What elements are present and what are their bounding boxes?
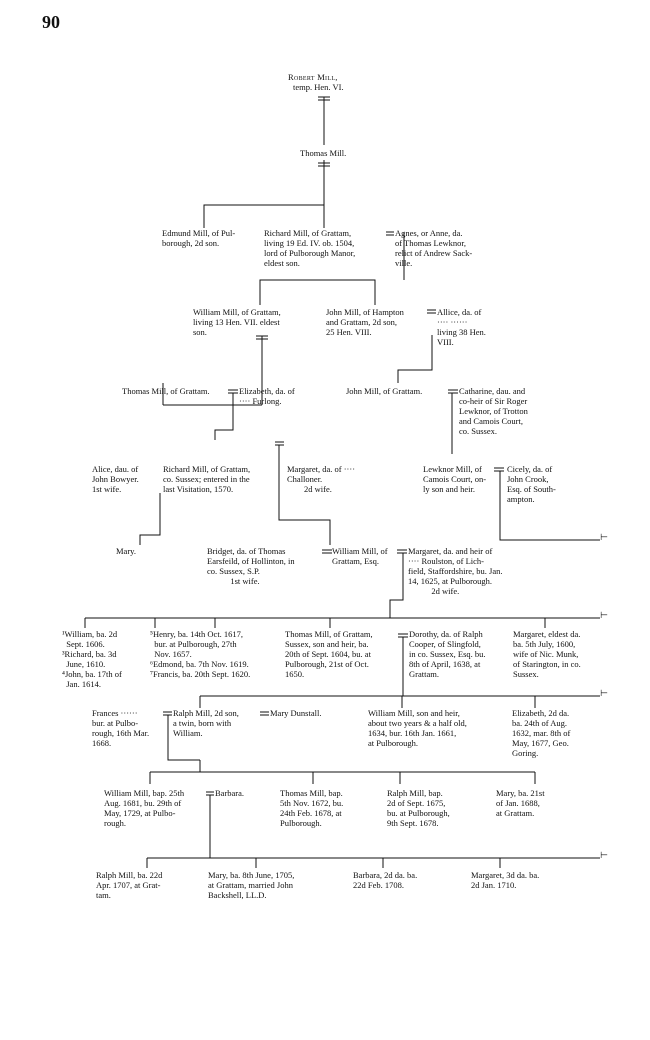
- richard-mill-1570: Richard Mill, of Grattam, co. Sussex; en…: [163, 464, 251, 494]
- allice: Allice, da. of ···· ······ living 38 Hen…: [437, 307, 486, 347]
- catharine-lewknor: Catharine, dau. and co-heir of Sir Roger…: [459, 386, 528, 436]
- alice-bowyer: Alice, dau. of John Bowyer. 1st wife.: [92, 464, 139, 494]
- continuation-mark: ⊢: [600, 533, 608, 543]
- elizabeth-furlong: Elizabeth, da. of ···· Furlong.: [239, 386, 295, 406]
- elizabeth-goring: Elizabeth, 2d da. ba. 24th of Aug. 1632,…: [512, 708, 571, 758]
- william-mill-hen7: William Mill, of Grattam, living 13 Hen.…: [193, 307, 281, 337]
- dorothy-cooper: Dorothy, da. of Ralph Cooper, of Slingfo…: [409, 629, 486, 679]
- continuation-mark: ⊢: [600, 689, 608, 699]
- ralph-mill-twin: Ralph Mill, 2d son, a twin, born with Wi…: [173, 708, 239, 738]
- lewknor-mill: Lewknor Mill, of Camois Court, on- ly so…: [423, 464, 487, 494]
- ralph-mill-1707: Ralph Mill, ba. 22d Apr. 1707, at Grat- …: [96, 870, 163, 900]
- ralph-mill-1675: Ralph Mill, bap. 2d of Sept. 1675, bu. a…: [387, 788, 450, 828]
- mary-dunstall: Mary Dunstall.: [270, 708, 322, 718]
- mary-1688: Mary, ba. 21st of Jan. 1688, at Grattam.: [496, 788, 545, 818]
- barbara-1708: Barbara, 2d da. ba. 22d Feb. 1708.: [353, 870, 418, 890]
- thomas-mill-1672: Thomas Mill, bap. 5th Nov. 1672, bu. 24t…: [280, 788, 344, 828]
- john-mill-grattam: John Mill, of Grattam.: [346, 386, 423, 396]
- thomas-mill-1604: Thomas Mill, of Grattam, Sussex, son and…: [285, 629, 373, 679]
- bridget-earsfeild: Bridget, da. of Thomas Earsfeild, of Hol…: [207, 546, 295, 586]
- continuation-mark: ⊢: [600, 851, 608, 861]
- children-henry-edmond-francis: ⁵Henry, ba. 14th Oct. 1617, bur. at Pulb…: [150, 629, 251, 679]
- edmund-mill: Edmund Mill, of Pul- borough, 2d son.: [162, 228, 236, 248]
- children-william-richard-john: ¹William, ba. 2d Sept. 1606. ³Richard, b…: [62, 629, 122, 689]
- richard-mill-1504: Richard Mill, of Grattam, living 19 Ed. …: [264, 228, 356, 268]
- barbara: Barbara.: [215, 788, 245, 798]
- robert-mill-note: temp. Hen. VI.: [293, 82, 344, 92]
- mary: Mary.: [116, 546, 136, 556]
- continuation-mark: ⊢: [600, 611, 608, 621]
- robert-mill-name: Robert Mill,: [288, 72, 338, 82]
- thomas-mill-grattam: Thomas Mill, of Grattam.: [122, 386, 210, 396]
- thomas-mill: Thomas Mill.: [300, 148, 347, 158]
- agnes-lewknor: Agnes, or Anne, da. of Thomas Lewknor, r…: [395, 228, 473, 268]
- cicely-crook: Cicely, da. of John Crook, Esq. of South…: [507, 464, 556, 504]
- mary-backshell: Mary, ba. 8th June, 1705, at Grattam, ma…: [208, 870, 295, 900]
- william-mill-1634: William Mill, son and heir, about two ye…: [368, 708, 467, 748]
- margaret-roulston: Margaret, da. and heir of ···· Roulston,…: [408, 546, 503, 596]
- margaret-eldest: Margaret, eldest da. ba. 5th July, 1600,…: [513, 629, 581, 679]
- frances: Frances ······ bur. at Pulbo- rough, 16t…: [92, 708, 150, 748]
- page-number: 90: [42, 12, 60, 32]
- william-mill-1681: William Mill, bap. 25th Aug. 1681, bu. 2…: [104, 788, 185, 828]
- margaret-challoner: Margaret, da. of ···· Challoner. 2d wife…: [287, 464, 356, 494]
- william-mill-esq: William Mill, of Grattam, Esq.: [332, 546, 388, 566]
- john-mill-hampton: John Mill, of Hampton and Grattam, 2d so…: [326, 307, 404, 337]
- margaret-1710: Margaret, 3d da. ba. 2d Jan. 1710.: [471, 870, 540, 890]
